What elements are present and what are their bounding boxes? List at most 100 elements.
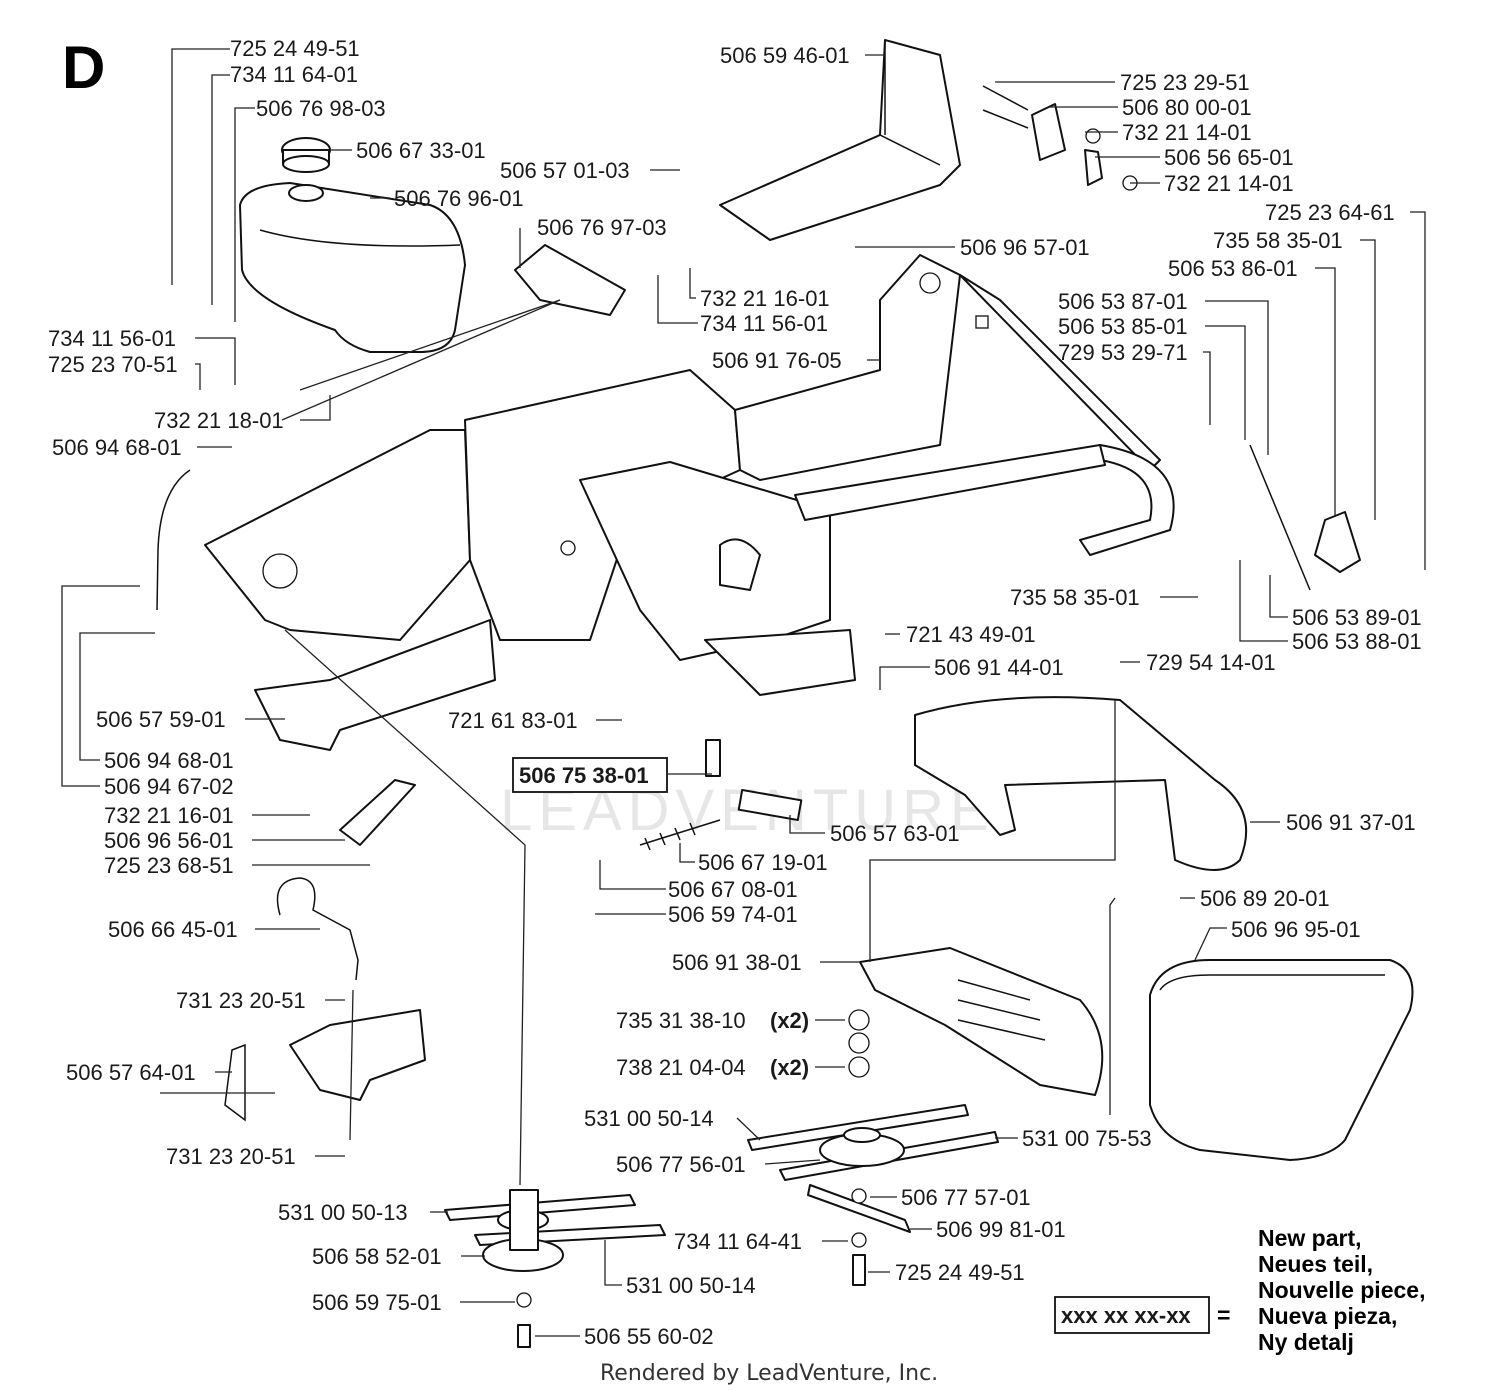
callout-label-c34: 506 57 59-01 <box>96 707 226 732</box>
latch-bracket-drawing <box>982 85 1138 191</box>
callout-label-c61: 506 99 81-01 <box>936 1217 1066 1242</box>
callout-label-c31: 506 53 88-01 <box>1292 629 1422 654</box>
legend-line-5: Ny detalj <box>1258 1329 1354 1355</box>
engine-plate-drawing <box>289 1009 426 1101</box>
callout-label-c5: 506 76 96-01 <box>394 186 524 211</box>
callout-label-c32: 729 54 14-01 <box>1146 650 1276 675</box>
pin-drawing <box>705 739 721 777</box>
legend: xxx xx xx-xx = New part, Neues teil, Nou… <box>1054 1225 1425 1355</box>
callout-label-c54: 738 21 04-04 <box>616 1055 746 1080</box>
callout-label-c46: 506 89 20-01 <box>1200 886 1330 911</box>
callout-qty-c54: (x2) <box>770 1055 809 1080</box>
callout-label-c53: 506 57 64-01 <box>66 1060 196 1085</box>
callout-label-c59: 506 77 57-01 <box>901 1185 1031 1210</box>
callout-label-c4: 506 67 33-01 <box>356 138 486 163</box>
fuel-hose-drawing <box>156 469 191 611</box>
callout-label-c55: 531 00 50-14 <box>584 1106 714 1131</box>
callout-label-c44: 506 67 19-01 <box>698 850 828 875</box>
mid-bracket-drawing <box>514 244 626 316</box>
callout-label-c15: 506 96 57-01 <box>960 235 1090 260</box>
callout-label-c13: 725 23 64-61 <box>1265 200 1395 225</box>
callout-label-c12: 732 21 14-01 <box>1164 171 1294 196</box>
callout-label-c21: 506 53 85-01 <box>1058 314 1188 339</box>
callout-label-c17: 506 53 86-01 <box>1168 256 1298 281</box>
throttle-rod-drawing <box>276 877 359 981</box>
callout-label-c51: 731 23 20-51 <box>176 988 306 1013</box>
callout-label-c64: 531 00 50-14 <box>626 1273 756 1298</box>
main-frame-drawing <box>204 254 1175 751</box>
callout-label-c22: 734 11 56-01 <box>48 326 176 351</box>
part-drawings <box>156 39 1414 1348</box>
legend-line-3: Nouvelle piece, <box>1258 1277 1425 1303</box>
pulley-left-drawing <box>444 1189 666 1348</box>
plate-drawing <box>737 788 803 822</box>
callout-label-c37: 506 75 38-01 <box>519 763 649 788</box>
legend-equals: = <box>1217 1302 1230 1328</box>
callout-label-c8: 725 23 29-51 <box>1120 70 1250 95</box>
callout-label-c43: 725 23 68-51 <box>104 853 234 878</box>
callout-label-c65: 725 24 49-51 <box>895 1260 1025 1285</box>
side-panel-drawing <box>1149 959 1414 1161</box>
credit-text: Rendered by LeadVenture, Inc. <box>600 1361 938 1386</box>
callout-label-c56: 531 00 75-53 <box>1022 1126 1152 1151</box>
new-part-box <box>512 757 668 793</box>
fuel-tank-drawing <box>239 137 466 353</box>
callout-label-c67: 506 55 60-02 <box>584 1324 714 1349</box>
callout-label-c16: 735 58 35-01 <box>1213 228 1343 253</box>
callout-label-c40: 506 91 37-01 <box>1286 810 1416 835</box>
callout-label-c23: 506 91 76-05 <box>712 348 842 373</box>
callout-label-c7: 506 57 01-03 <box>500 158 630 183</box>
callout-label-c19: 734 11 56-01 <box>700 311 828 336</box>
callout-label-c52: 735 31 38-10 <box>616 1008 746 1033</box>
callout-label-c47: 506 59 74-01 <box>668 902 798 927</box>
callout-label-c18: 732 21 16-01 <box>700 286 830 311</box>
tension-bracket-drawing <box>339 779 416 846</box>
callout-label-c10: 732 21 14-01 <box>1122 120 1252 145</box>
callout-label-c28: 735 58 35-01 <box>1010 585 1140 610</box>
callout-label-c25: 725 23 70-51 <box>48 352 178 377</box>
callout-label-c42: 506 57 63-01 <box>830 821 960 846</box>
callout-label-c1: 725 24 49-51 <box>230 36 360 61</box>
callout-labels: 725 24 49-51 734 11 64-01 506 76 98-03 5… <box>48 36 1422 1349</box>
callout-label-c24: 729 53 29-71 <box>1058 340 1188 365</box>
callout-label-c6: 506 59 46-01 <box>720 43 850 68</box>
callout-label-c3: 506 76 98-03 <box>256 96 386 121</box>
callout-label-c14: 506 76 97-03 <box>537 215 667 240</box>
section-letter: D <box>62 34 105 101</box>
callout-label-c45: 506 67 08-01 <box>668 877 798 902</box>
callout-label-c11: 506 56 65-01 <box>1164 145 1294 170</box>
callout-label-c60: 531 00 50-13 <box>278 1200 408 1225</box>
legend-line-1: New part, <box>1258 1225 1362 1251</box>
callout-label-c27: 506 94 68-01 <box>52 435 182 460</box>
callout-label-c20: 506 53 87-01 <box>1058 289 1188 314</box>
spring-drawing <box>639 819 721 851</box>
callout-label-c62: 506 58 52-01 <box>312 1244 442 1269</box>
callout-label-c41: 506 96 56-01 <box>104 828 234 853</box>
callout-label-c48: 506 66 45-01 <box>108 917 238 942</box>
callout-label-c2: 734 11 64-01 <box>230 62 358 87</box>
callout-label-c57: 731 23 20-51 <box>166 1144 296 1169</box>
callout-label-c30: 721 43 49-01 <box>906 622 1036 647</box>
callout-label-c58: 506 77 56-01 <box>616 1152 746 1177</box>
callout-label-c49: 506 96 95-01 <box>1231 917 1361 942</box>
callout-label-c63: 734 11 64-41 <box>674 1229 802 1254</box>
callout-label-c33: 506 91 44-01 <box>934 655 1064 680</box>
callout-label-c9: 506 80 00-01 <box>1122 95 1252 120</box>
legend-box-label: xxx xx xx-xx <box>1061 1303 1191 1328</box>
leader-lines <box>61 48 1426 1337</box>
lever-drawing <box>224 1043 246 1122</box>
callout-label-c35: 721 61 83-01 <box>448 708 578 733</box>
callout-label-c38: 506 94 67-02 <box>104 774 234 799</box>
rod-drawing <box>1249 444 1311 591</box>
callout-label-c26: 732 21 18-01 <box>154 408 284 433</box>
callout-label-c29: 506 53 89-01 <box>1292 605 1422 630</box>
legend-line-2: Neues teil, <box>1258 1251 1373 1277</box>
right-bracket-drawing <box>1314 511 1361 573</box>
callout-label-c66: 506 59 75-01 <box>312 1290 442 1315</box>
callout-label-c50: 506 91 38-01 <box>672 950 802 975</box>
seat-pan-drawing <box>719 39 961 241</box>
belt-guard-drawing <box>859 947 1104 1096</box>
callout-label-c39: 732 21 16-01 <box>104 803 234 828</box>
legend-line-4: Nueva pieza, <box>1258 1303 1397 1329</box>
